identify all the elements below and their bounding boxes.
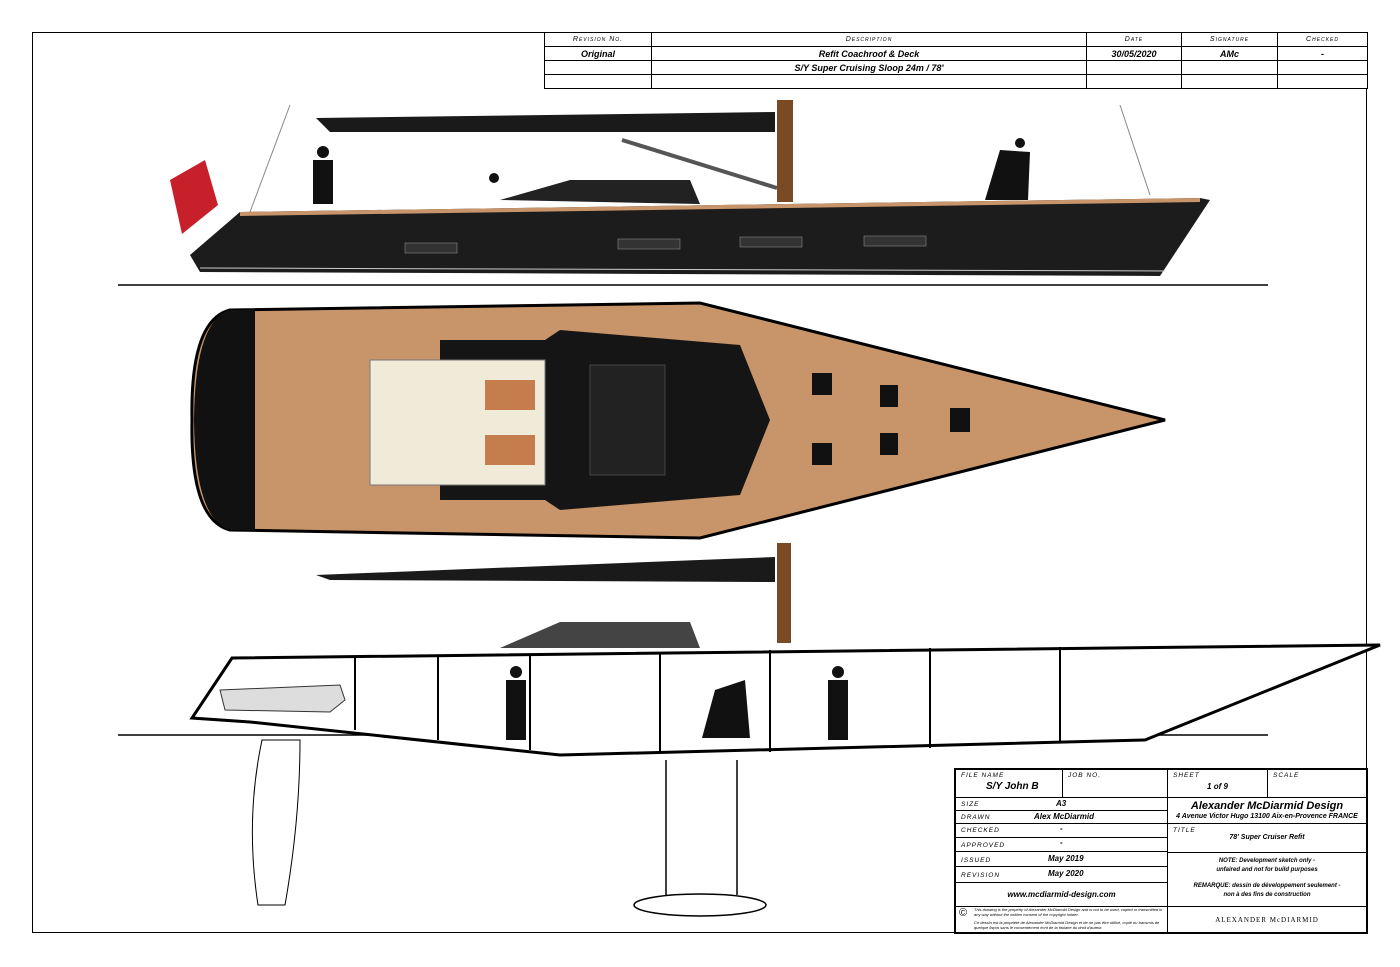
drawn-row: Drawn Alex McDiarmid <box>955 810 1168 824</box>
rudder <box>251 739 301 906</box>
checked-row: Checked - <box>955 823 1168 838</box>
header-date: Date <box>1086 32 1182 47</box>
file-name-label: File Name <box>961 772 1005 779</box>
website-link[interactable]: www.mcdiarmid-design.com <box>1007 890 1116 899</box>
company-address: 4 Avenue Victor Hugo 13100 Aix-en-Proven… <box>1176 813 1358 820</box>
drawing-title: 78' Super Cruiser Refit <box>1229 834 1305 841</box>
cell: - <box>1277 46 1368 61</box>
boom-bimini <box>316 112 775 132</box>
coachroof <box>500 180 700 204</box>
revision-row: Revision May 2020 <box>955 866 1168 883</box>
scale-label: Scale <box>1273 772 1300 779</box>
note-line-2: unfaired and not for build purposes <box>1216 867 1318 873</box>
header-description: Description <box>651 32 1087 47</box>
deck-plan-view <box>190 301 1166 540</box>
logo-cell: ALEXANDER McDIARMID <box>1167 906 1367 933</box>
sheet-label: Sheet <box>1173 772 1200 779</box>
company-cell: Alexander McDiarmid Design 4 Avenue Vict… <box>1167 797 1367 824</box>
cell: AMc <box>1181 46 1278 61</box>
header-checked: Checked <box>1277 32 1368 47</box>
interior-profile-view <box>118 543 1381 917</box>
side-profile-view <box>118 100 1268 286</box>
company-logo: ALEXANDER McDIARMID <box>1215 916 1319 924</box>
keel-bulb <box>633 893 767 917</box>
figure-silhouettes <box>313 138 1030 204</box>
table-row: S/Y Super Cruising Sloop 24m / 78' <box>544 60 1368 75</box>
approved-label: Approved <box>961 842 1006 849</box>
revision-table: Revision No. Description Date Signature … <box>544 32 1368 89</box>
flag <box>170 160 218 234</box>
approved-row: Approved - <box>955 837 1168 852</box>
cell <box>1086 60 1182 75</box>
title-cell: Title 78' Super Cruiser Refit <box>1167 823 1367 853</box>
tender <box>219 684 346 713</box>
cell <box>651 74 1087 89</box>
issued-row: Issued May 2019 <box>955 851 1168 867</box>
cell: Refit Coachroof & Deck <box>651 46 1087 61</box>
table-row <box>544 74 1368 89</box>
cell <box>544 74 652 89</box>
drawn-value: Alex McDiarmid <box>1034 812 1095 821</box>
cell <box>1181 74 1278 89</box>
sheet-cell: Sheet 1 of 9 <box>1167 769 1268 798</box>
job-no-label: Job No. <box>1068 772 1102 779</box>
cell <box>544 60 652 75</box>
issued-value: May 2019 <box>1048 854 1084 863</box>
copyright-en: This drawing is the property of Alexande… <box>974 907 1163 917</box>
cockpit <box>369 359 546 486</box>
title-label: Title <box>1173 827 1196 834</box>
mast <box>777 100 793 202</box>
job-no-cell: Job No. <box>1062 769 1168 798</box>
checked-value: - <box>1060 824 1063 833</box>
table-row: Original Refit Coachroof & Deck 30/05/20… <box>544 46 1368 61</box>
size-label: Size <box>961 801 980 808</box>
copyright-fr: Ce dessin est la propriété de Alexander … <box>974 920 1160 930</box>
scale-cell: Scale <box>1267 769 1367 798</box>
hull-section <box>189 643 1381 757</box>
remark-line-2: non à des fins de construction <box>1223 892 1311 898</box>
notes-cell: NOTE: Development sketch only - unfaired… <box>1167 852 1367 907</box>
size-value: A3 <box>1056 799 1067 808</box>
cell <box>1277 74 1368 89</box>
file-name-cell: File Name S/Y John B <box>955 769 1063 798</box>
cell <box>1086 74 1182 89</box>
hull <box>190 198 1210 276</box>
cell: Original <box>544 46 652 61</box>
hatches <box>812 373 970 465</box>
note-line-1: NOTE: Development sketch only - <box>1218 858 1316 864</box>
drawn-label: Drawn <box>961 814 991 821</box>
remark-line-1: REMARQUE: dessin de développement seulem… <box>1193 883 1341 889</box>
cell: S/Y Super Cruising Sloop 24m / 78' <box>651 60 1087 75</box>
revision-label: Revision <box>961 872 1001 879</box>
company-name: Alexander McDiarmid Design <box>1190 800 1344 812</box>
issued-label: Issued <box>961 857 992 864</box>
copyright-row: © This drawing is the property of Alexan… <box>955 906 1168 933</box>
website-row: www.mcdiarmid-design.com <box>955 882 1168 907</box>
cell <box>1181 60 1278 75</box>
cell: 30/05/2020 <box>1086 46 1182 61</box>
file-name: S/Y John B <box>986 781 1039 792</box>
header-revision-no: Revision No. <box>544 32 652 47</box>
cell <box>1277 60 1368 75</box>
approved-value: - <box>1060 838 1063 847</box>
copyright-icon: © <box>959 907 968 919</box>
revision-value: May 2020 <box>1048 869 1084 878</box>
sheet-value: 1 of 9 <box>1207 782 1228 791</box>
checked-label: Checked <box>961 827 1000 834</box>
title-block: File Name S/Y John B Job No. Size A3 Dra… <box>954 768 1368 934</box>
header-signature: Signature <box>1181 32 1278 47</box>
size-row: Size A3 <box>955 797 1168 811</box>
